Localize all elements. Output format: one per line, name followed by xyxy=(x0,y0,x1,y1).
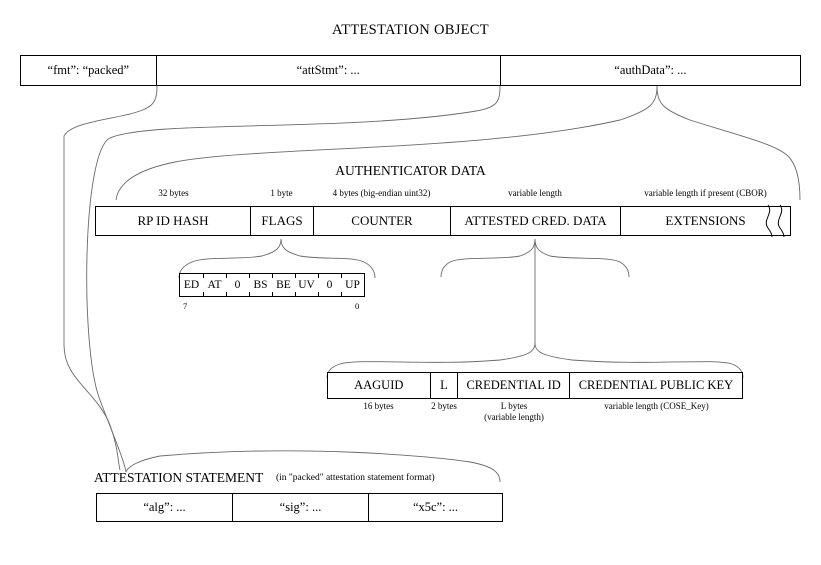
field-alg[interactable]: “alg”: ... xyxy=(97,494,233,521)
field-credential-id[interactable]: CREDENTIAL ID xyxy=(458,373,570,398)
caption-counter-size: 4 bytes (big-endian uint32) xyxy=(332,188,431,198)
field-attstmt[interactable]: “attStmt”: ... xyxy=(157,56,501,85)
flags-msb-index: 7 xyxy=(183,301,188,311)
flag-bit-reserved-1[interactable]: 0 xyxy=(318,273,341,297)
field-l[interactable]: L xyxy=(431,373,459,398)
field-attested-cred-data[interactable]: ATTESTED CRED. DATA xyxy=(451,207,621,235)
connector-authdata-left xyxy=(115,85,658,201)
caption-rp-id-hash-size: 32 bytes xyxy=(158,188,189,198)
field-flags[interactable]: FLAGS xyxy=(251,207,314,235)
caption-l-size: 2 bytes xyxy=(431,401,457,411)
connector-cred-upper-left xyxy=(440,238,536,278)
field-extensions[interactable]: EXTENSIONS xyxy=(665,213,746,228)
caption-flags-size: 1 byte xyxy=(270,188,293,198)
connector-attstmt-outer xyxy=(63,85,158,471)
connector-authdata-right xyxy=(656,85,801,201)
flag-bit-up[interactable]: UP xyxy=(341,273,364,297)
attestation-statement-note: (in "packed" attestation statement forma… xyxy=(276,473,435,483)
caption-extensions-size: variable length if present (CBOR) xyxy=(644,188,767,198)
authenticator-data-title: AUTHENTICATOR DATA xyxy=(335,163,486,178)
attestation-object-row: “fmt”: “packed” “attStmt”: ... “authData… xyxy=(20,55,801,86)
flags-byte-box: ED AT 0 BS BE UV 0 UP xyxy=(179,273,365,297)
page-title: ATTESTATION OBJECT xyxy=(332,22,489,38)
caption-credential-id-size-2: (variable length) xyxy=(484,412,544,422)
field-fmt[interactable]: “fmt”: “packed” xyxy=(21,56,157,85)
attestation-statement-row: “alg”: ... “sig”: ... “x5c”: ... xyxy=(96,493,503,522)
connector-cred-upper-right xyxy=(534,238,630,278)
field-credential-public-key[interactable]: CREDENTIAL PUBLIC KEY xyxy=(578,378,734,392)
flag-bit-bs[interactable]: BS xyxy=(249,273,272,297)
caption-credential-id-size: L bytes xyxy=(500,401,528,411)
field-authdata[interactable]: “authData”: ... xyxy=(614,63,687,77)
flags-lsb-index: 0 xyxy=(355,301,360,311)
attestation-statement-title: ATTESTATION STATEMENT xyxy=(94,470,264,485)
field-sig[interactable]: “sig”: ... xyxy=(233,494,369,521)
flag-bit-uv[interactable]: UV xyxy=(295,273,318,297)
caption-aaguid-size: 16 bytes xyxy=(363,401,394,411)
flag-bit-ed[interactable]: ED xyxy=(183,279,200,291)
flag-bit-reserved-5[interactable]: 0 xyxy=(226,273,249,297)
field-aaguid[interactable]: AAGUID xyxy=(328,373,431,398)
attested-credential-data-row: AAGUID L CREDENTIAL ID CREDENTIAL PUBLIC… xyxy=(327,372,743,399)
caption-attested-cred-data-size: variable length xyxy=(508,188,562,198)
flag-bit-at[interactable]: AT xyxy=(203,273,226,297)
authenticator-data-row: RP ID HASH FLAGS COUNTER ATTESTED CRED. … xyxy=(95,206,791,236)
flag-bit-be[interactable]: BE xyxy=(272,273,295,297)
field-x5c[interactable]: “x5c”: ... xyxy=(412,500,459,514)
field-rp-id-hash[interactable]: RP ID HASH xyxy=(96,207,251,235)
field-counter[interactable]: COUNTER xyxy=(314,207,451,235)
caption-credential-public-key-size: variable length (COSE_Key) xyxy=(604,401,709,411)
